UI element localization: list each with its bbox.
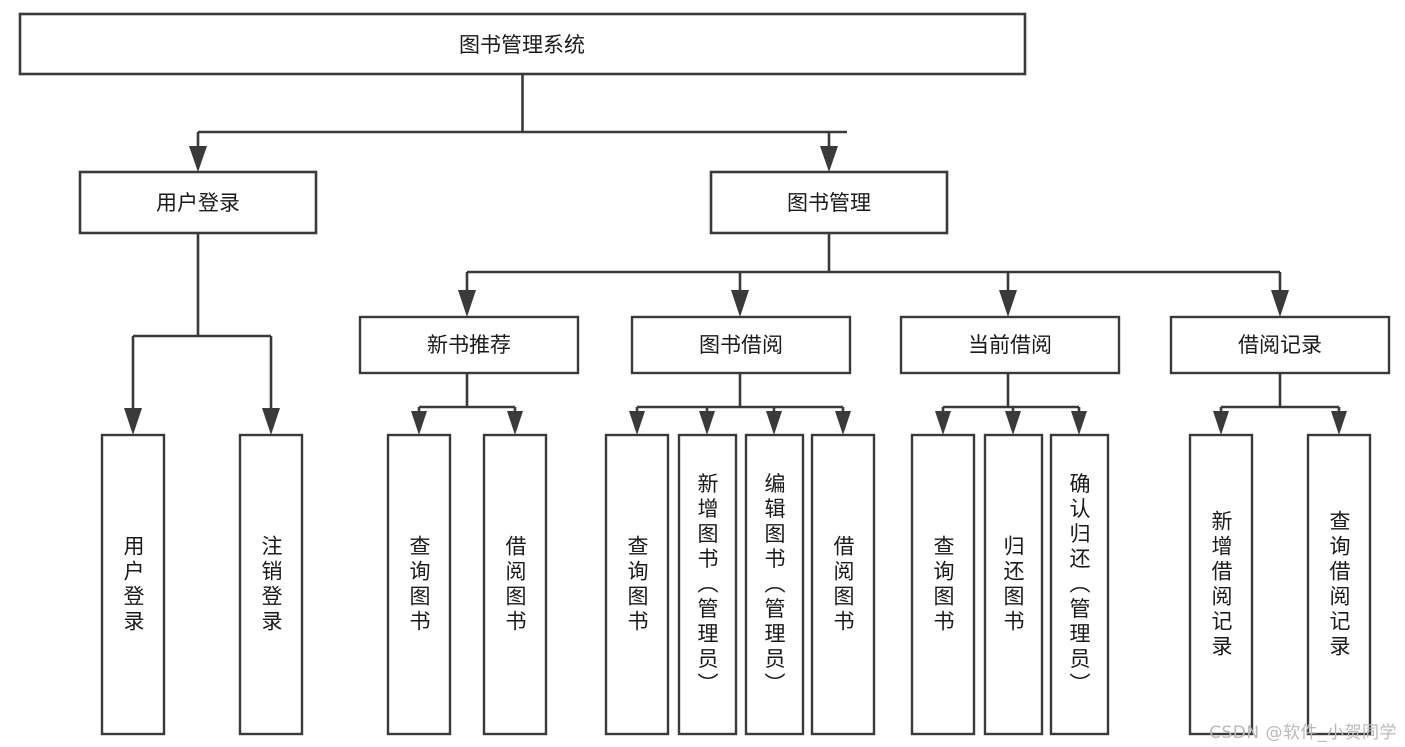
arrow-borrow-leaf-3 [766,411,782,435]
node-leaf-confirm-return-admin[interactable]: 确认归还（管理员） [1049,433,1110,736]
arrow-current-leaf-1 [935,411,951,435]
book-management-box[interactable] [709,170,949,235]
node-user-login[interactable]: 用户登录 [78,170,318,235]
leaf-add-borrow-record-label: 新增借阅记录 [1209,510,1233,660]
arrow-root-to-book-manage [820,146,838,172]
arrow-bookmanage-to-records [1271,290,1289,317]
arrow-borrow-leaf-4 [835,411,851,435]
leaf-add-book-admin-label: 新增图书（管理员） [695,473,719,698]
node-borrow-records[interactable]: 借阅记录 [1169,315,1391,375]
node-book-management[interactable]: 图书管理 [709,170,949,235]
leaf-borrow-books-new-label: 借阅图书 [503,535,527,635]
root-label: 图书管理系统 [459,33,585,57]
node-leaf-query-books-borrow[interactable]: 查询图书 [604,433,670,736]
leaf-confirm-return-admin-label: 确认归还（管理员） [1067,473,1091,698]
arrow-newbooks-leaf-2 [507,411,523,435]
book-borrow-box[interactable] [630,315,852,375]
leaf-return-books-box[interactable] [983,433,1044,736]
leaf-query-borrow-record-label: 查询借阅记录 [1327,510,1351,660]
leaf-query-books-current-label: 查询图书 [931,535,955,635]
user-login-box[interactable] [78,170,318,235]
node-book-borrow[interactable]: 图书借阅 [630,315,852,375]
leaf-add-book-admin-box[interactable] [677,433,738,736]
leaf-confirm-return-admin-box[interactable] [1049,433,1110,736]
leaf-query-books-borrow-label: 查询图书 [625,535,649,635]
borrow-records-box[interactable] [1169,315,1391,375]
node-root-book-management-system[interactable]: 图书管理系统 [18,12,1027,76]
arrow-newbooks-leaf-1 [411,411,427,435]
arrow-bookmanage-to-new-books [458,290,476,317]
arrow-borrow-leaf-1 [629,411,645,435]
leaf-borrow-books-borrow-box[interactable] [810,433,876,736]
borrow-records-label: 借阅记录 [1238,333,1322,357]
arrow-userlogin-leaf-1 [124,408,142,435]
arrow-records-leaf-2 [1331,411,1347,435]
node-leaf-return-books[interactable]: 归还图书 [983,433,1044,736]
leaf-return-books-label: 归还图书 [1001,535,1025,635]
leaf-edit-book-admin-box[interactable] [744,433,805,736]
arrow-current-leaf-3 [1071,411,1087,435]
connector-layer [124,74,1347,435]
book-borrow-label: 图书借阅 [699,333,783,357]
leaf-borrow-books-borrow-label: 借阅图书 [831,535,855,635]
leaf-query-books-new-box[interactable] [386,433,452,736]
leaf-logout-label: 注销登录 [259,535,283,635]
arrow-borrow-leaf-2 [699,411,715,435]
leaf-add-borrow-record-box[interactable] [1188,433,1254,736]
leaf-query-borrow-record-box[interactable] [1306,433,1372,736]
current-borrow-label: 当前借阅 [968,333,1052,357]
new-book-recommend-label: 新书推荐 [427,333,511,357]
node-leaf-borrow-books-borrow[interactable]: 借阅图书 [810,433,876,736]
node-leaf-edit-book-admin[interactable]: 编辑图书（管理员） [744,433,805,736]
node-leaf-add-book-admin[interactable]: 新增图书（管理员） [677,433,738,736]
node-leaf-user-login[interactable]: 用户登录 [100,433,166,736]
book-management-label: 图书管理 [787,191,871,215]
leaf-user-login-label: 用户登录 [121,535,145,635]
leaf-query-books-new-label: 查询图书 [407,535,431,635]
current-borrow-box[interactable] [899,315,1121,375]
node-leaf-logout[interactable]: 注销登录 [238,433,304,736]
arrow-bookmanage-to-borrow [731,290,749,317]
leaf-query-books-current-box[interactable] [910,433,976,736]
user-login-label: 用户登录 [156,191,240,215]
leaf-borrow-books-new-box[interactable] [482,433,548,736]
node-leaf-query-borrow-record[interactable]: 查询借阅记录 [1306,433,1372,736]
arrow-userlogin-leaf-2 [262,408,280,435]
new-book-recommend-box[interactable] [358,315,580,375]
leaf-query-books-borrow-box[interactable] [604,433,670,736]
node-new-book-recommend[interactable]: 新书推荐 [358,315,580,375]
arrow-root-to-user-login [189,146,207,172]
leaf-logout-box[interactable] [238,433,304,736]
root-box[interactable] [18,12,1027,76]
node-leaf-query-books-new[interactable]: 查询图书 [386,433,452,736]
leaf-user-login-box[interactable] [100,433,166,736]
arrow-bookmanage-to-current [999,290,1017,317]
leaf-edit-book-admin-label: 编辑图书（管理员） [762,473,786,698]
node-leaf-add-borrow-record[interactable]: 新增借阅记录 [1188,433,1254,736]
arrow-current-leaf-2 [1005,411,1021,435]
node-current-borrow[interactable]: 当前借阅 [899,315,1121,375]
node-leaf-query-books-current[interactable]: 查询图书 [910,433,976,736]
node-leaf-borrow-books-new[interactable]: 借阅图书 [482,433,548,736]
arrow-records-leaf-1 [1213,411,1229,435]
